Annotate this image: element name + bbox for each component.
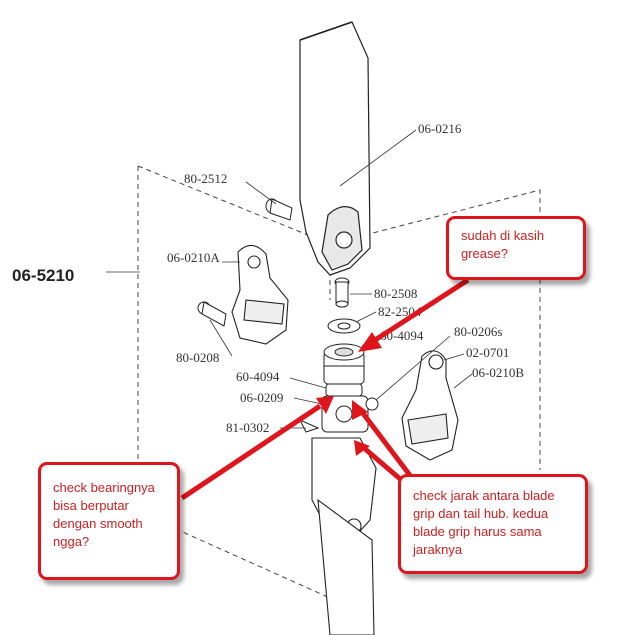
callout-bearing: check bearingnya bisa berputar dengan sm…: [38, 462, 180, 580]
screw-top-part: [265, 198, 293, 221]
label-80-2508: 80-2508: [374, 286, 417, 301]
top-blade: [299, 21, 371, 276]
bearing-stack-part: [323, 343, 365, 397]
label-81-0302: 81-0302: [226, 420, 269, 435]
arrow-head-distance-1: [352, 400, 368, 420]
callout-grease-text: sudah di kasih grease?: [461, 228, 545, 261]
lower-blade-assembly: [311, 437, 377, 635]
washer-part: [327, 318, 361, 334]
arrow-head-distance-2: [354, 440, 370, 456]
label-60-4094: 60-4094: [236, 369, 280, 384]
assembly-code-label: 06-5210: [12, 266, 74, 285]
screw-left-part: [197, 301, 227, 327]
label-80-0206s: 80-0206s: [454, 324, 502, 339]
callout-distance-text: check jarak antara blade grip dan tail h…: [413, 488, 555, 557]
callout-grease: sudah di kasih grease?: [446, 216, 586, 280]
blade-grip-a: [231, 244, 289, 345]
label-06-0210b: 06-0210B: [472, 365, 524, 380]
blade-grip-b: [401, 350, 459, 461]
label-06-0210a: 06-0210A: [167, 250, 220, 265]
label-80-2512: 80-2512: [184, 171, 227, 186]
pin-part: [334, 277, 350, 308]
label-02-0701: 02-0701: [466, 345, 509, 360]
arrow-head-bearing: [316, 396, 334, 414]
callout-distance: check jarak antara blade grip dan tail h…: [398, 474, 588, 574]
annotation-arrows: [180, 277, 470, 501]
label-80-0208: 80-0208: [176, 350, 219, 365]
label-06-0216: 06-0216: [418, 121, 462, 136]
arrow-head-grease: [358, 332, 382, 352]
label-06-0209: 06-0209: [240, 390, 283, 405]
callout-bearing-text: check bearingnya bisa berputar dengan sm…: [53, 480, 155, 549]
